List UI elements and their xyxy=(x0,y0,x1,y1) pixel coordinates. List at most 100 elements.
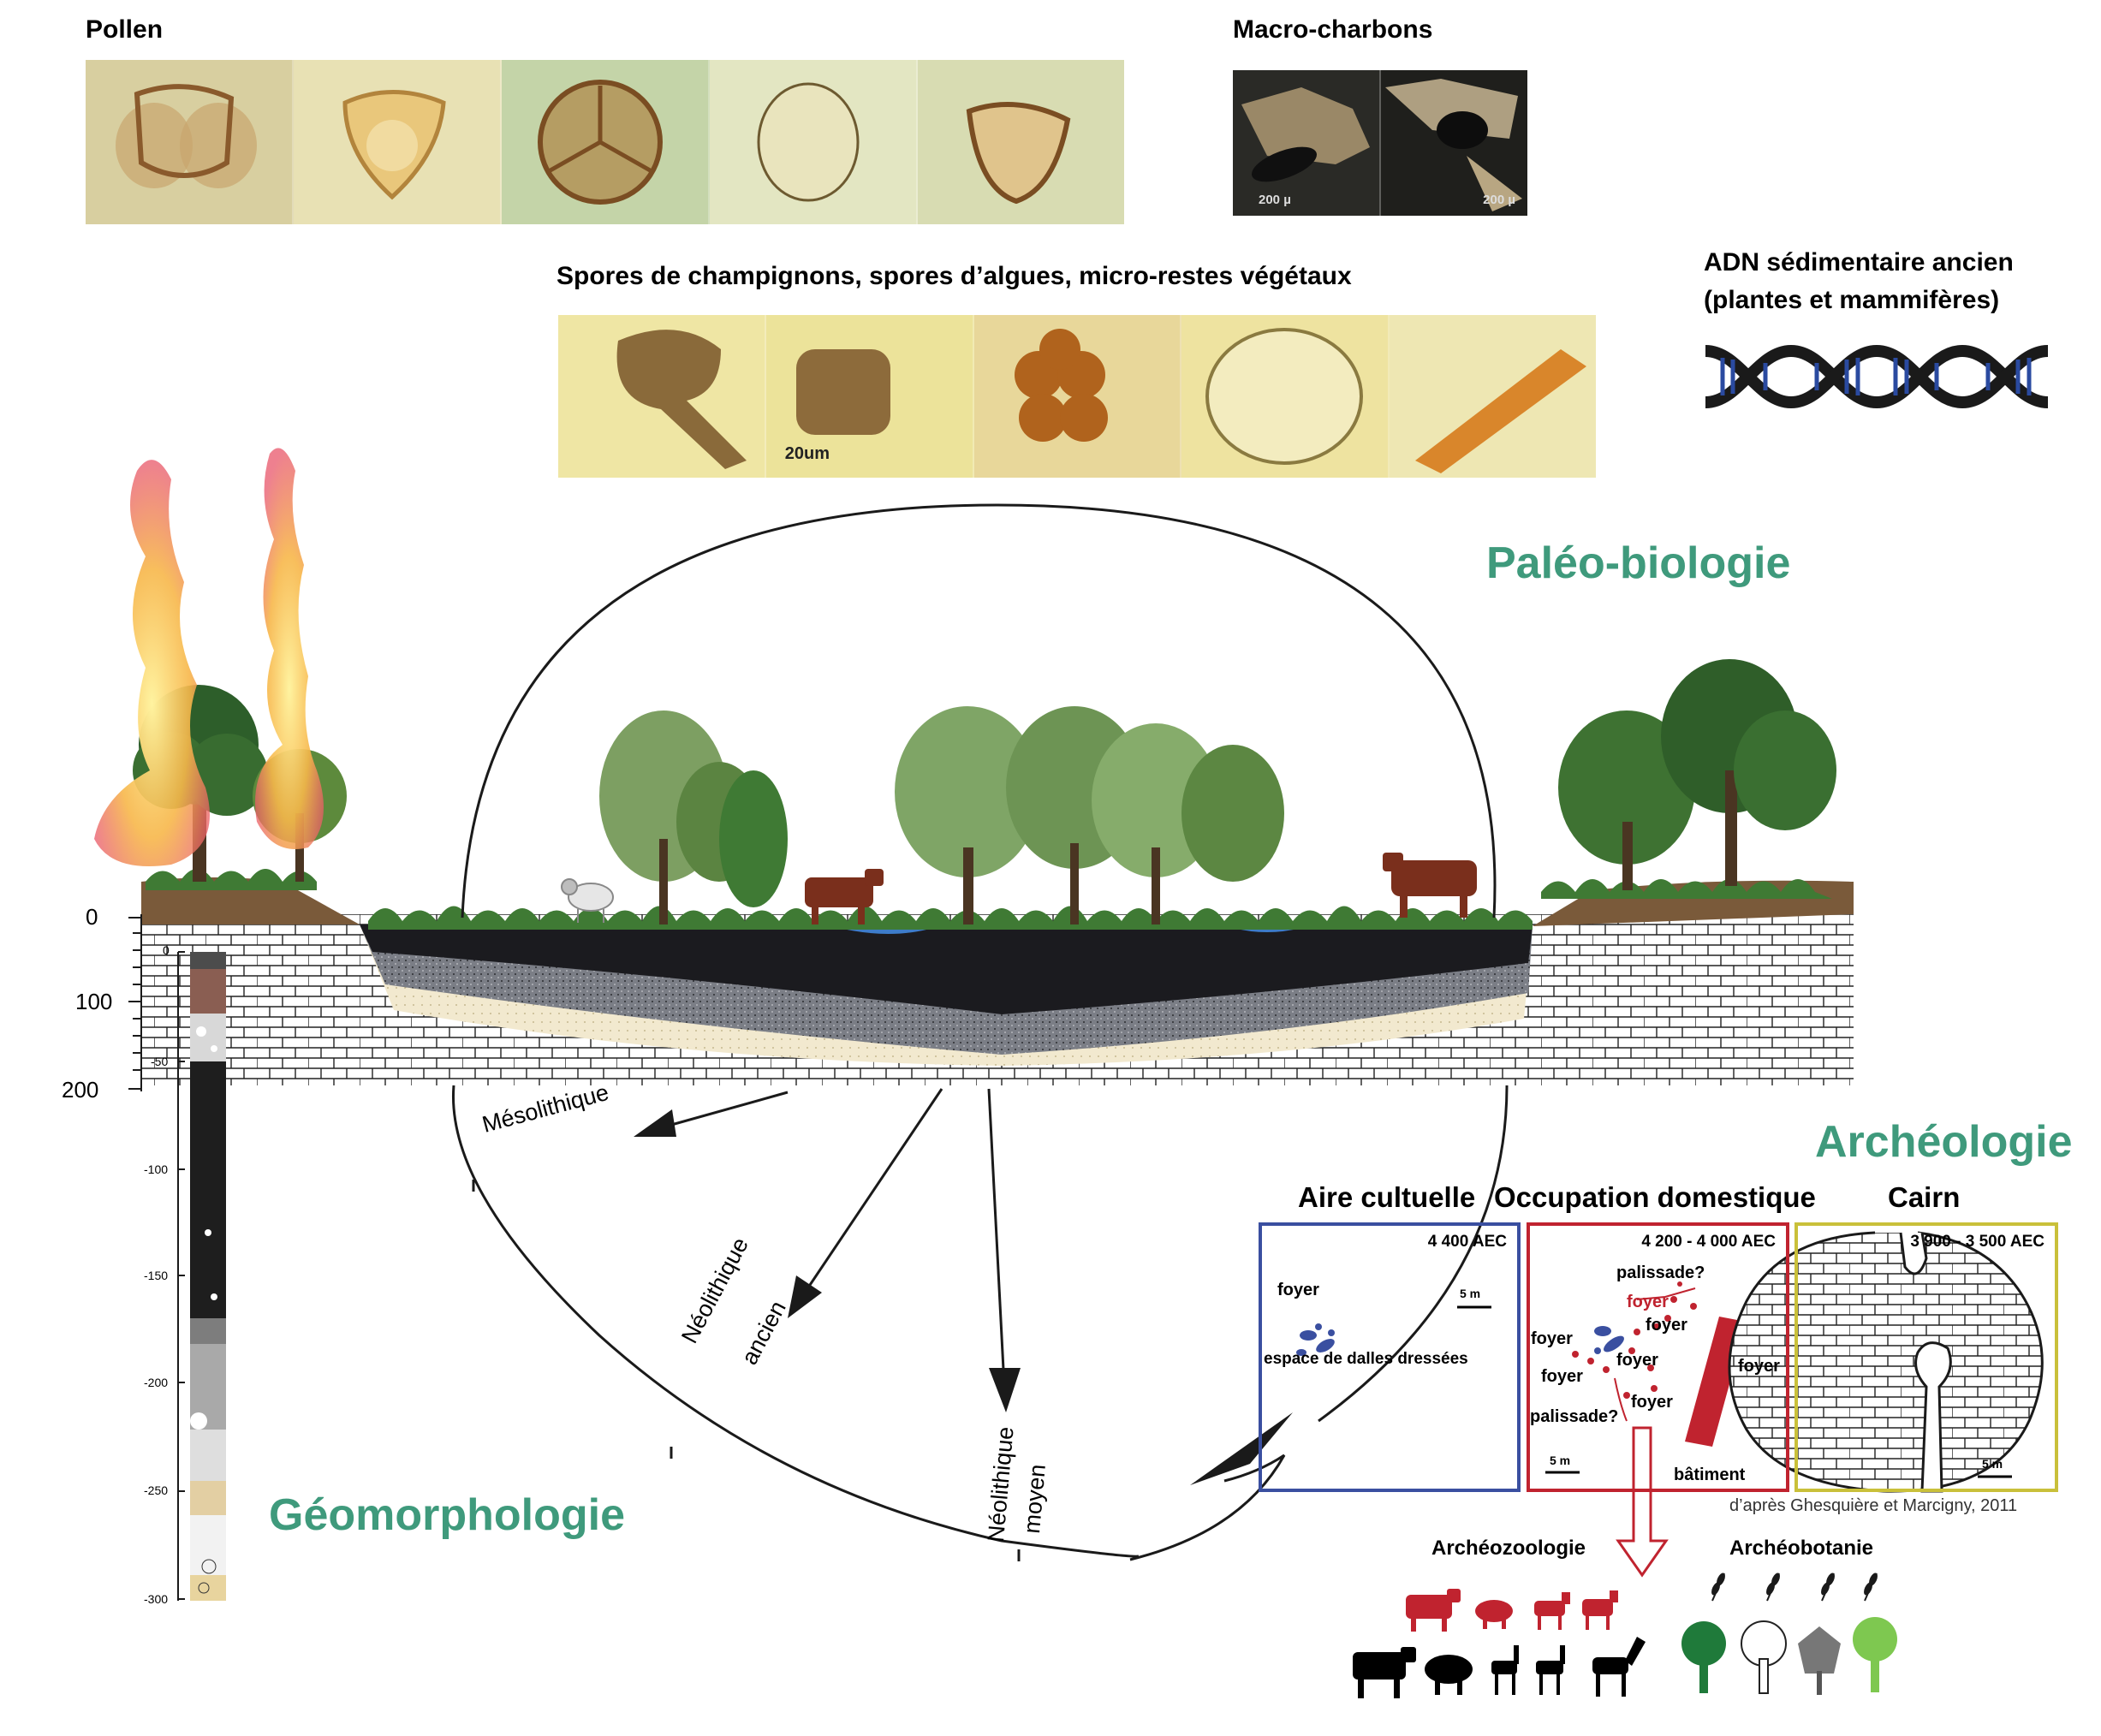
period-label-neolithique-ancien-2: ancien xyxy=(736,1296,791,1370)
foyer-label-6: foyer xyxy=(1631,1393,1673,1412)
period-label-mesolithique: Mésolithique xyxy=(479,1079,612,1138)
aire-cultuelle-title: Aire cultuelle xyxy=(1298,1181,1476,1213)
cairn-date: 3 900 - 3 500 AEC xyxy=(1910,1233,2044,1251)
macro-charbons-image-strip: 200 µ 200 µ xyxy=(1233,70,1527,216)
occupation-domestique-box: 4 200 - 4 000 AEC xyxy=(1527,1222,1789,1492)
spores-title: Spores de champignons, spores d’algues, … xyxy=(556,262,1352,290)
archeologie-title: Archéologie xyxy=(1815,1117,2073,1167)
tree-icons xyxy=(1681,1617,1897,1695)
black-peat-layer xyxy=(360,924,1533,1014)
wheat-icon xyxy=(1821,1573,1835,1602)
period-label-neolithique-moyen-2: moyen xyxy=(1019,1463,1050,1535)
trees xyxy=(133,659,1836,924)
macro-charbon-image-2: 200 µ xyxy=(1381,70,1527,216)
horse-icon xyxy=(1592,1637,1646,1697)
pollen-image-4 xyxy=(710,60,918,224)
occupation-domestique-title: Occupation domestique xyxy=(1494,1181,1816,1213)
aire-scale-label: 5 m xyxy=(1460,1287,1481,1300)
foyer-label-5: foyer xyxy=(1738,1357,1780,1376)
foyer-label-2: foyer xyxy=(1646,1316,1687,1335)
macro-charbons-title: Macro-charbons xyxy=(1233,15,1433,44)
core-tick-150: -150 xyxy=(144,1269,169,1282)
adn-title-line1: ADN sédimentaire ancien xyxy=(1704,248,2014,276)
core-tick-50: -50 xyxy=(151,1055,169,1068)
period-label-neolithique-ancien-1: Néolithique xyxy=(676,1233,753,1348)
wheat-icon xyxy=(1864,1573,1878,1602)
tree-icon xyxy=(1853,1617,1897,1692)
macro-charbon-image-1: 200 µ xyxy=(1233,70,1381,216)
archeozoologie-title: Archéozoologie xyxy=(1431,1537,1586,1560)
core-tick-250: -250 xyxy=(144,1483,169,1497)
tree-icon xyxy=(1681,1621,1726,1693)
water-pool-2 xyxy=(1233,928,1301,932)
pollen-image-1 xyxy=(86,60,294,224)
foyer-label-1: foyer xyxy=(1531,1329,1573,1348)
wheat-icon xyxy=(1711,1573,1725,1602)
pollen-image-strip xyxy=(86,60,1124,224)
wild-animals xyxy=(1353,1637,1646,1698)
pig-icon xyxy=(1475,1600,1513,1629)
aire-foyer-label: foyer xyxy=(1277,1281,1319,1299)
sediment-core-column xyxy=(177,951,226,1601)
core-tick-0: 0 xyxy=(163,943,170,957)
core-tick-200: -200 xyxy=(144,1376,169,1389)
spore-image-3 xyxy=(973,315,1182,478)
cow-icon xyxy=(805,869,884,924)
cow-icon xyxy=(1383,853,1477,918)
batiment-label: bâtiment xyxy=(1674,1465,1746,1484)
foyer-label-4: foyer xyxy=(1541,1367,1583,1386)
depth-label-0: 0 xyxy=(86,904,98,930)
cairn-title: Cairn xyxy=(1888,1181,1961,1213)
cairn-scale-label: 5 m xyxy=(1982,1457,2003,1471)
fire-icon xyxy=(94,448,324,866)
cairn-box: 3 900 - 3 500 AEC xyxy=(1794,1222,2058,1492)
spore-image-2: 20um xyxy=(765,315,974,478)
grey-silt-layer xyxy=(360,924,1533,1055)
tree-icon xyxy=(1798,1626,1841,1695)
depth-axis-ticks xyxy=(128,917,141,1090)
cow-icon xyxy=(1406,1589,1461,1632)
geomorphologie-title: Géomorphologie xyxy=(269,1490,625,1540)
ground-vegetation xyxy=(146,869,1832,930)
occupation-scale-label: 5 m xyxy=(1550,1454,1571,1467)
pollen-image-2 xyxy=(294,60,502,224)
wheat-icons xyxy=(1711,1573,1878,1602)
pollen-title: Pollen xyxy=(86,15,164,44)
occupation-date: 4 200 - 4 000 AEC xyxy=(1641,1233,1776,1251)
pollen-image-3 xyxy=(502,60,710,224)
pollen-image-5 xyxy=(918,60,1124,224)
domestic-animals xyxy=(1406,1589,1618,1632)
palissade-label-1: palissade? xyxy=(1616,1263,1705,1282)
paleo-dome-arc xyxy=(461,503,1497,919)
spore-scale-label: 20um xyxy=(784,444,830,463)
foyer-label-3: foyer xyxy=(1616,1351,1658,1370)
aire-espace-label: espace de dalles dressées xyxy=(1264,1350,1468,1368)
spore-image-1 xyxy=(558,315,766,478)
tree-icon xyxy=(1741,1620,1787,1694)
depth-label-100: 100 xyxy=(75,989,113,1014)
aire-cultuelle-box: 4 400 AEC xyxy=(1259,1222,1521,1492)
credit-line: d’après Ghesquière et Marcigny, 2011 xyxy=(1729,1496,2018,1515)
deer-icon xyxy=(1536,1645,1565,1695)
goat-icon xyxy=(1582,1590,1618,1630)
spore-image-5 xyxy=(1390,315,1596,478)
aire-date: 4 400 AEC xyxy=(1427,1233,1507,1251)
bedrock-bricks xyxy=(141,914,1854,1085)
macro-scale-label-1: 200 µ xyxy=(1259,193,1291,207)
aurochs-icon xyxy=(1353,1647,1416,1698)
palissade-label-2: palissade? xyxy=(1530,1407,1619,1426)
spores-image-strip: 20um xyxy=(558,315,1596,478)
core-tick-300: -300 xyxy=(144,1592,169,1606)
paleo-biologie-title: Paléo-biologie xyxy=(1486,538,1791,588)
spore-image-4 xyxy=(1181,315,1390,478)
foyer-red-label: foyer xyxy=(1627,1293,1669,1311)
water-pool-1 xyxy=(839,928,933,934)
sand-layer xyxy=(360,924,1533,1066)
sheep-icon xyxy=(561,878,614,923)
core-tick-100: -100 xyxy=(144,1162,169,1176)
left-soil xyxy=(141,877,360,924)
deer-icon xyxy=(1491,1645,1519,1695)
right-soil xyxy=(1533,880,1854,926)
adn-title-line2: (plantes et mammifères) xyxy=(1704,286,2000,314)
depth-label-200: 200 xyxy=(62,1077,99,1103)
